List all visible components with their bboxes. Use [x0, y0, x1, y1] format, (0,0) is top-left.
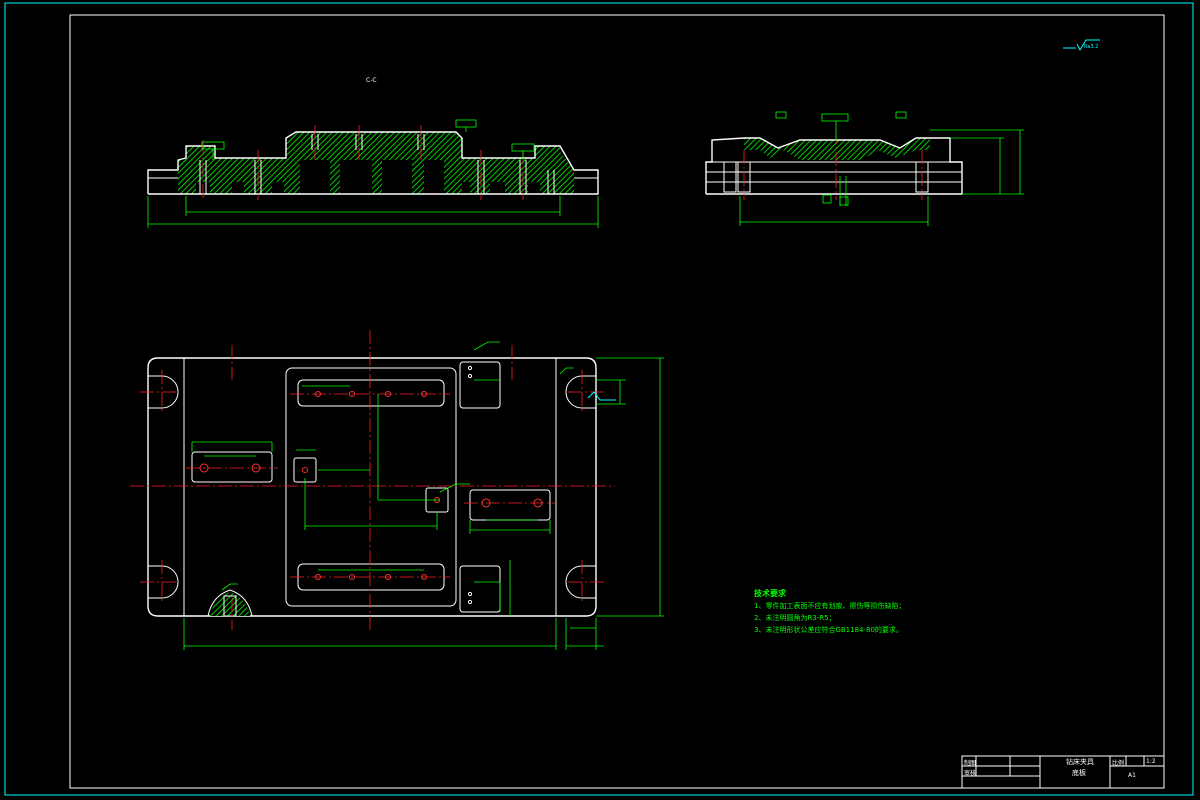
designer-label: 制图: [964, 760, 977, 767]
u-slot-bottom-right: [565, 565, 596, 599]
scale-value: 1:2: [1146, 758, 1156, 765]
plan-dimensions: [183, 341, 664, 650]
u-slot-top-right: [565, 375, 596, 409]
plan-view: [130, 330, 664, 650]
section-hatch: [178, 132, 574, 194]
side-section-view: [705, 111, 1024, 226]
sheet-value: A1: [1128, 772, 1136, 779]
section-holes: [199, 134, 555, 194]
tech-req-item-3: 3、未注明形状公差应符合GB1184-80的要求。: [754, 626, 903, 634]
corner-block-top: [459, 361, 501, 409]
title-block-text: 制图 审核 钻床夹具 底板 比例 1:2 A1: [962, 756, 1164, 788]
section-view-cc: [147, 119, 599, 228]
tech-req-item-1: 1、零件加工表面不应有划痕、擦伤等损伤缺陷；: [754, 602, 906, 610]
roughness-symbol: Ra3.2: [1063, 39, 1100, 52]
holes: [199, 365, 543, 605]
center-pad: [285, 367, 457, 607]
outer-border: [4, 2, 1194, 796]
top-slot: [297, 379, 445, 407]
left-block: [191, 451, 273, 483]
section-outline: [147, 131, 599, 195]
corner-block-bottom: [459, 565, 501, 613]
technical-requirements: 技术要求 1、零件加工表面不应有划痕、擦伤等损伤缺陷； 2、未注明圆角为R3-R…: [754, 588, 974, 636]
tech-req-item-2: 2、未注明圆角为R3-R5；: [754, 614, 836, 622]
scale-label: 比例: [1112, 760, 1125, 767]
roughness-text: Ra3.2: [1084, 44, 1098, 50]
plate-outline: [147, 357, 597, 617]
drawing-name: 钻床夹具: [1066, 758, 1094, 766]
section-label: C-C: [366, 77, 377, 84]
u-slot-bottom-left: [148, 565, 179, 599]
checker-label: 审核: [964, 770, 977, 777]
inner-border: [69, 14, 1165, 789]
u-slot-top-left: [148, 375, 179, 409]
side-section-hatch: [744, 138, 930, 160]
part-name: 底板: [1072, 769, 1086, 777]
title-block: [961, 755, 1165, 789]
tech-req-heading: 技术要求: [754, 589, 786, 598]
bottom-boss: [207, 589, 253, 617]
side-section-outline: [705, 137, 963, 195]
